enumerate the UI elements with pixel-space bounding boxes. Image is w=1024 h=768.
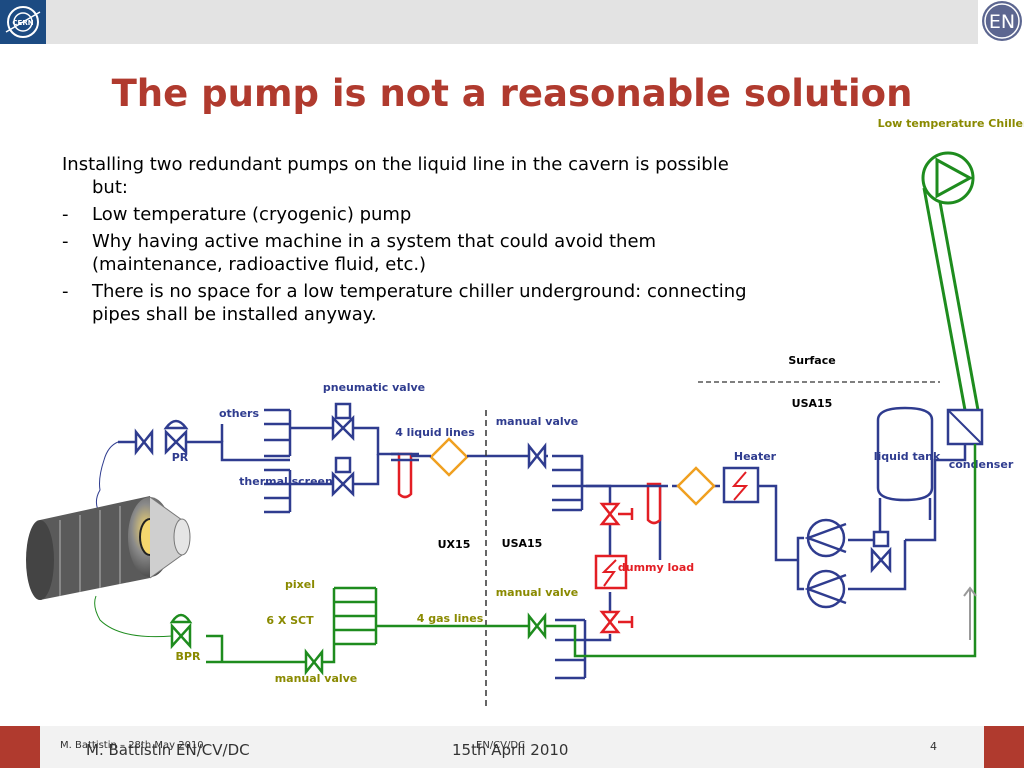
footer-date: 15th April 2010 xyxy=(452,741,569,759)
condenser-symbol xyxy=(946,408,984,446)
cern-logo-text: CERN xyxy=(12,19,33,27)
pr-label: PR xyxy=(172,451,189,464)
heater-symbol xyxy=(722,466,760,504)
slide-body: Installing two redundant pumps on the li… xyxy=(62,153,752,330)
bullet-marker: - xyxy=(62,231,69,252)
bullet-item: - There is no space for a low temperature… xyxy=(62,280,752,326)
slide-title: The pump is not a reasonable solution xyxy=(111,72,913,115)
manual-valve-liquid-label: manual valve xyxy=(496,415,579,428)
bullet-marker: - xyxy=(62,204,69,225)
green-valve xyxy=(169,612,547,676)
en-logo: EN xyxy=(982,1,1022,41)
sct-label: 6 X SCT xyxy=(266,614,314,627)
footer-author-small: M. Battistin – 28th May 2010 xyxy=(60,740,204,751)
pump-symbols xyxy=(804,518,847,609)
pneumatic-valve-label-1: pneumatic valve xyxy=(323,381,425,394)
flow-arrowhead xyxy=(963,586,977,597)
chiller-line-right xyxy=(938,201,980,411)
thermal-screen-label: thermal screen xyxy=(239,475,333,488)
intro-text: Installing two redundant pumps on the li… xyxy=(62,154,729,198)
detector-image xyxy=(26,496,191,600)
usa15-liquid-piping xyxy=(486,444,967,680)
blue-valve xyxy=(134,402,892,574)
liquid-tank-symbol xyxy=(876,406,934,520)
bullet-item: - Low temperature (cryogenic) pump xyxy=(62,203,752,226)
manual-valve-gas-label: manual valve xyxy=(496,586,579,599)
header-bar xyxy=(0,0,1024,44)
chiller-label: Low temperature Chiller xyxy=(878,117,1024,130)
gas-lines-label: 4 gas lines xyxy=(417,612,484,625)
footer-author: M. Battistin EN/CV/DC xyxy=(86,741,250,759)
liquid-tank-label-1: liquid tank xyxy=(874,450,941,463)
footer-right-accent xyxy=(984,726,1024,768)
red-valve xyxy=(599,502,634,634)
detector-cable xyxy=(95,441,119,511)
surface-label: Surface xyxy=(788,354,835,367)
pixel-label: pixel xyxy=(285,578,315,591)
heater-label: Heater xyxy=(734,450,777,463)
chiller-symbol xyxy=(921,151,975,205)
footer-dept-small: EN/CV/DC xyxy=(476,740,526,751)
others-label: others xyxy=(219,407,260,420)
footer-bar xyxy=(0,726,1024,768)
footer-left-accent xyxy=(0,726,40,768)
bullet-text: Low temperature (cryogenic) pump xyxy=(92,204,412,225)
header-band xyxy=(46,0,978,44)
dummy-load-symbol xyxy=(594,554,628,590)
red-filter xyxy=(397,452,662,525)
manual-valve-bottom-label: manual valve xyxy=(275,672,358,685)
bullet-text: There is no space for a low temperature … xyxy=(92,281,747,325)
page-number: 4 xyxy=(930,740,937,753)
en-logo-text: EN xyxy=(989,11,1015,33)
bullet-text: Why having active machine in a system th… xyxy=(92,231,657,275)
gas-piping xyxy=(206,444,977,664)
dummy-load-label: dummy load xyxy=(618,561,694,574)
usa15-top-label: USA15 xyxy=(792,397,833,410)
ux15-liquid-piping xyxy=(118,408,486,514)
filter-diamond xyxy=(429,437,469,477)
detector-cable xyxy=(94,595,173,638)
ux15-label: UX15 xyxy=(438,538,471,551)
bpr-label: BPR xyxy=(176,650,201,663)
liquid-lines-label: 4 liquid lines xyxy=(395,426,475,439)
cern-logo: CERN xyxy=(0,0,46,44)
chiller-line-left xyxy=(922,187,967,411)
usa15-mid-label: USA15 xyxy=(502,537,543,550)
bullet-item: - Why having active machine in a system t… xyxy=(62,230,752,276)
filter-diamond xyxy=(676,466,716,506)
bullet-marker: - xyxy=(62,281,69,302)
